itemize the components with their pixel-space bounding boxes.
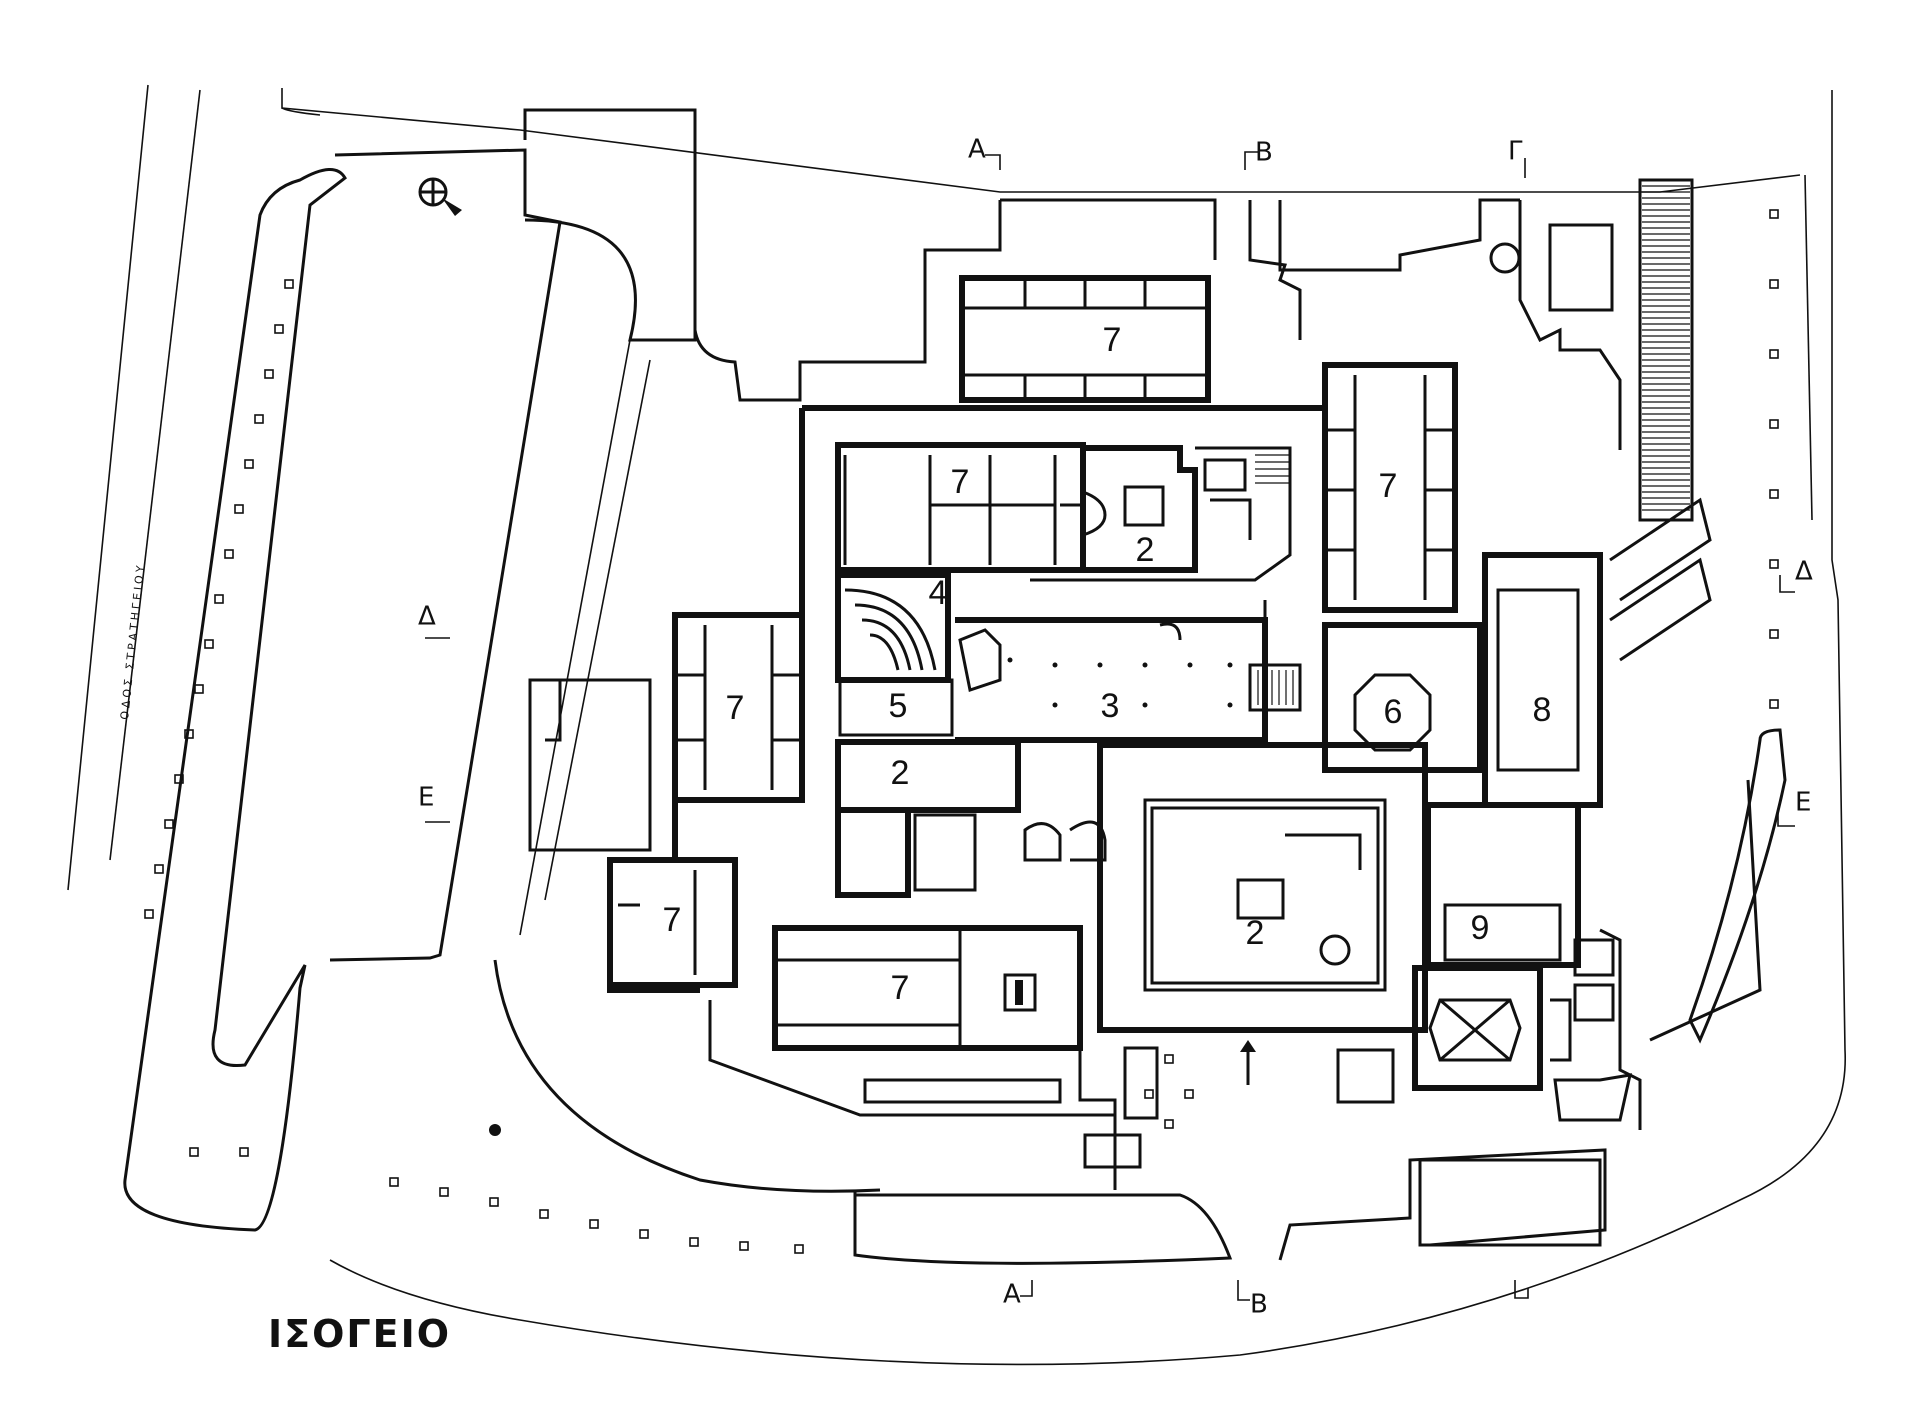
tree-icon	[154, 864, 164, 874]
tree-icon	[194, 684, 204, 694]
tree-icon	[1164, 1054, 1174, 1064]
north-courtyard	[693, 165, 1622, 450]
tree-icon	[1769, 349, 1779, 359]
room-label: 3	[1101, 687, 1120, 725]
room-7-south: 7	[772, 925, 1083, 1051]
tree-icon	[1769, 279, 1779, 289]
room-7-east: 7	[1322, 362, 1458, 613]
room-label: 4	[929, 574, 948, 612]
tree-icon	[1769, 559, 1779, 569]
room-2-chapel: 2	[1080, 445, 1198, 573]
section-marker: E	[418, 783, 434, 813]
street-label: ΟΔΟΣ ΣΤΡΑΤΗΓΕΙΟΥ	[118, 562, 147, 720]
section-marker: B	[1255, 138, 1273, 168]
tree-icon	[184, 729, 194, 739]
tree-icon	[174, 774, 184, 784]
tree-dark-icon	[489, 1124, 501, 1136]
room-2-courtyard: 2	[1097, 742, 1428, 1033]
south-grounds	[493, 928, 1642, 1265]
tree-icon	[274, 324, 284, 334]
north-arrow-icon	[418, 177, 462, 216]
tree-icon	[1769, 629, 1779, 639]
tree-icon	[239, 1147, 249, 1157]
tree-icon	[1164, 1119, 1174, 1129]
room-7-gallery: 7	[835, 442, 1086, 573]
room-3-lobby: 3	[955, 578, 1268, 743]
room-label: 2	[1246, 914, 1265, 952]
site-boundary	[281, 88, 1846, 1366]
tree-icon	[1769, 209, 1779, 219]
tree-icon	[589, 1219, 599, 1229]
tree-icon	[244, 459, 254, 469]
tree-icon	[1144, 1089, 1154, 1099]
room-label: 8	[1533, 691, 1552, 729]
room-label: 7	[1379, 467, 1398, 505]
tree-icon	[689, 1237, 699, 1247]
section-marker: E	[1795, 788, 1811, 818]
room-label: 6	[1384, 693, 1403, 731]
service-rooms	[835, 807, 1107, 898]
section-marker: Γ	[1508, 137, 1523, 167]
tree-icon	[439, 1187, 449, 1197]
tree-icon	[224, 549, 234, 559]
tree-icon	[1769, 489, 1779, 499]
section-marker: B	[1250, 1290, 1268, 1320]
section-marker: Γ	[1512, 1290, 1513, 1292]
room-7-southwest: 7	[607, 857, 738, 988]
section-marker: A	[1003, 1280, 1021, 1310]
section-marker: Δ	[1795, 557, 1813, 587]
tree-icon	[144, 909, 154, 919]
room-label: 7	[891, 969, 910, 1007]
tree-icon	[1769, 419, 1779, 429]
room-5: 5	[838, 678, 954, 737]
tree-icon	[794, 1244, 804, 1254]
section-marker: Δ	[418, 602, 436, 632]
street-edges: ΟΔΟΣ ΣΤΡΑΤΗΓΕΙΟΥ	[67, 84, 201, 891]
tree-icon	[284, 279, 294, 289]
page-title: ΙΣΟΓΕΙΟ	[268, 1312, 452, 1356]
room-7-north: 7	[959, 275, 1211, 403]
tree-icon	[189, 1147, 199, 1157]
room-4-auditorium: 4	[835, 572, 951, 683]
room-label: 9	[1471, 909, 1490, 947]
tree-icon	[254, 414, 264, 424]
tree-icon	[1184, 1089, 1194, 1099]
room-label: 7	[951, 463, 970, 501]
tree-icon	[234, 504, 244, 514]
tree-icon	[264, 369, 274, 379]
room-label: 7	[663, 901, 682, 939]
left-island	[123, 168, 347, 1232]
room-label: 2	[1136, 531, 1155, 569]
section-marker: A	[968, 135, 986, 165]
east-stairs	[1609, 178, 1787, 1044]
room-label: 7	[726, 689, 745, 727]
room-9: 9	[1425, 802, 1581, 968]
main-entrance-marker: 1	[1240, 1040, 1256, 1085]
room-7-west: 7	[672, 612, 805, 803]
tree-icon	[489, 1197, 499, 1207]
room-label: 2	[891, 754, 910, 792]
forecourt	[329, 108, 697, 962]
tree-icon	[204, 639, 214, 649]
room-6-octagon: 6	[1248, 622, 1483, 773]
tree-icon	[389, 1177, 399, 1187]
trees	[144, 209, 1779, 1254]
room-2-west: 2	[835, 739, 1021, 813]
tree-icon	[164, 819, 174, 829]
room-label: 7	[1103, 321, 1122, 359]
entrance-pavilion	[1412, 965, 1572, 1091]
tree-icon	[639, 1229, 649, 1239]
room-label: 5	[889, 687, 908, 725]
tree-icon	[739, 1241, 749, 1251]
tree-icon	[214, 594, 224, 604]
tree-icon	[539, 1209, 549, 1219]
section-markers: A B Γ Δ Δ E E A B Γ	[418, 135, 1813, 1320]
service-block	[1195, 446, 1292, 582]
room-8: 8	[1482, 552, 1603, 808]
tree-icon	[1769, 699, 1779, 709]
